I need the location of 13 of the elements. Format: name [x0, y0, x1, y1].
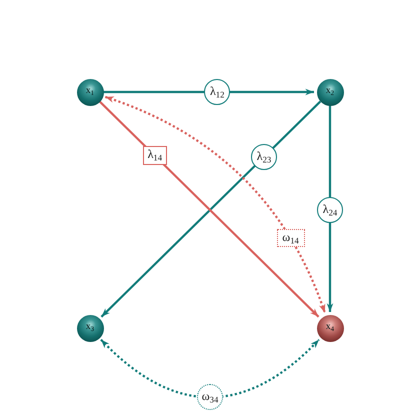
- edge-label: λ$_{24}$: [317, 197, 343, 223]
- sphere-node: x$_{4}$: [316, 314, 344, 342]
- edge-label: λ$_{14}$: [142, 146, 167, 166]
- edge-label: λ$_{12}$: [204, 79, 230, 105]
- sphere-node: x$_{3}$: [76, 314, 104, 342]
- sphere-node: x$_{1}$: [76, 78, 104, 106]
- dotted-curved-double-arrow: [100, 338, 320, 398]
- arrow: [326, 106, 334, 312]
- edge-label: λ$_{23}$: [251, 144, 277, 170]
- arrow: [104, 88, 314, 96]
- sphere-node: x$_{2}$: [316, 78, 344, 106]
- edge-label: ω$_{14}$: [276, 229, 305, 248]
- edge-label: ω$_{34}$: [197, 384, 223, 410]
